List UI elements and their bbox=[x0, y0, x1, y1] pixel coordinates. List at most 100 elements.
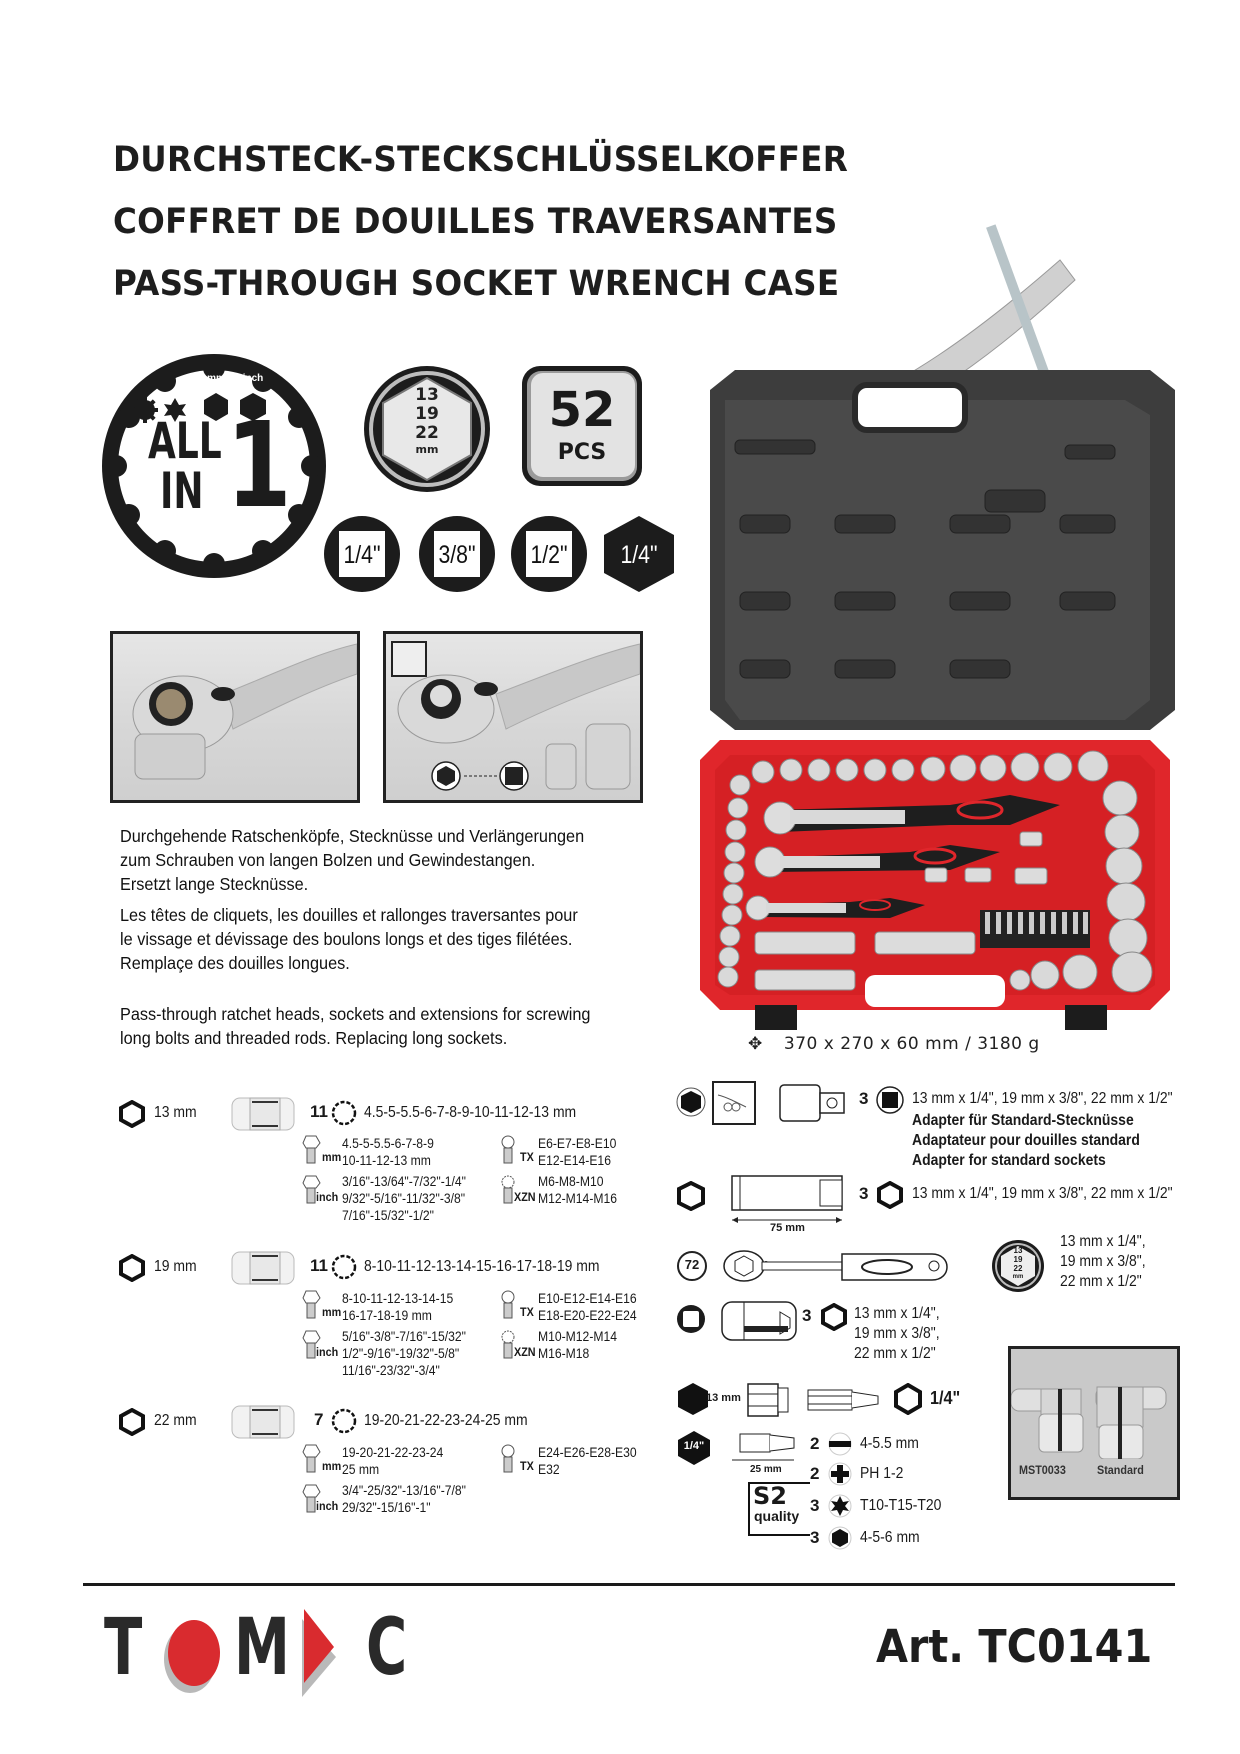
pass-through-socket-icon bbox=[231, 1251, 295, 1285]
bit-sizes: 4-5.5 mm bbox=[860, 1435, 919, 1452]
s2-quality-badge: S2 quality bbox=[748, 1482, 810, 1536]
hex-filled-icon bbox=[678, 1431, 710, 1465]
logo-letter-m: M bbox=[234, 1603, 290, 1693]
hex-size-22: 22 bbox=[415, 423, 439, 443]
adapter-desc-german: Adapter für Standard-Stecknüsse bbox=[912, 1112, 1134, 1129]
ratchet-adapter-image bbox=[391, 641, 640, 791]
pieces-count: 52 bbox=[548, 382, 616, 438]
bit-count: 2 bbox=[810, 1464, 820, 1483]
comparison-label-standard: Standard bbox=[1097, 1463, 1144, 1477]
bit-holder-drive: 13 mm bbox=[706, 1392, 741, 1404]
xzn-bolt-icon bbox=[501, 1330, 515, 1359]
accessory-bit-holder: 13 mm 1/4" bbox=[676, 1382, 976, 1422]
description-french: Les têtes de cliquets, les douilles et r… bbox=[120, 905, 578, 973]
socket-count: 7 bbox=[314, 1410, 324, 1429]
pass-through-socket-icon bbox=[231, 1405, 295, 1439]
extension-icon bbox=[731, 1175, 843, 1223]
unit-mm-label: mm bbox=[322, 1150, 342, 1164]
bolt-icon bbox=[302, 1290, 321, 1319]
xzn-bolt-icon bbox=[501, 1175, 515, 1204]
bit-drive-size: 1/4" bbox=[930, 1388, 961, 1408]
square-drive-icon bbox=[324, 516, 400, 592]
hex-socket-filled-icon bbox=[676, 1087, 706, 1117]
one-digit: 1 bbox=[226, 396, 292, 534]
adapter-icon bbox=[779, 1084, 845, 1122]
socket-sizes: 4.5-5-5.5-6-7-8-9-10-11-12-13 mm bbox=[364, 1104, 577, 1121]
unit-tx-label: TX bbox=[520, 1150, 534, 1164]
drive-badge-three-eighths: 3/8" bbox=[418, 515, 496, 593]
square-outline-icon bbox=[677, 1305, 705, 1333]
bit-sizes: 4-5-6 mm bbox=[860, 1529, 920, 1546]
accessory-bits: 1/4" 25 mm S2 quality 2 4-5.5 mm 2 PH 1-… bbox=[676, 1430, 976, 1560]
socket-sizes: 13 mm x 1/4",19 mm x 3/8",22 mm x 1/2" bbox=[854, 1305, 940, 1362]
bit-holder-icon bbox=[747, 1383, 789, 1417]
rounded-square-icon bbox=[522, 366, 642, 486]
adapter-desc-english: Adapter for standard sockets bbox=[912, 1152, 1106, 1169]
twelve-point-socket-icon bbox=[331, 1408, 357, 1434]
hex-outline-icon bbox=[677, 1181, 705, 1211]
hex-outline-icon bbox=[877, 1181, 903, 1209]
accessory-extensions: 75 mm 3 13 mm x 1/4", 19 mm x 3/8", 22 m… bbox=[676, 1175, 1196, 1238]
extension-length: 75 mm bbox=[770, 1222, 805, 1234]
accessory-sockets: 3 13 mm x 1/4",19 mm x 3/8",22 mm x 1/2" bbox=[676, 1300, 976, 1380]
hex-sizes-mini-icon bbox=[992, 1240, 1044, 1292]
slotted-bit-icon bbox=[807, 1389, 879, 1411]
ratchet-head-image bbox=[132, 643, 357, 780]
comparison-photo: MST0033 Standard bbox=[1008, 1346, 1180, 1500]
drive-size: 13 mm bbox=[154, 1104, 197, 1121]
inch-sizes: 3/4"-25/32"-13/16"-7/8"29/32"-15/16"-1" bbox=[342, 1483, 466, 1515]
bit-count: 2 bbox=[810, 1434, 820, 1453]
unit-inch-label: inch bbox=[316, 1190, 339, 1204]
drive-size: 22 mm bbox=[154, 1412, 197, 1429]
ratchet-icon bbox=[723, 1250, 948, 1282]
accessory-adapters: 3 13 mm x 1/4", 19 mm x 3/8", 22 mm x 1/… bbox=[676, 1081, 1196, 1183]
hex-filled-icon bbox=[678, 1383, 708, 1415]
logo-red-triangle-icon bbox=[302, 1609, 336, 1697]
case-dimensions: ✥ 370 x 270 x 60 mm / 3180 g bbox=[748, 1034, 1040, 1054]
bit-count: 3 bbox=[810, 1528, 820, 1547]
mm-label: mm bbox=[207, 373, 225, 384]
extension-sizes: 13 mm x 1/4", 19 mm x 3/8", 22 mm x 1/2" bbox=[912, 1185, 1173, 1202]
bit-length-icon bbox=[732, 1433, 795, 1461]
bit-hex-label: 1/4" bbox=[683, 1440, 705, 1452]
socket-count: 11 bbox=[310, 1102, 328, 1121]
ratchet-sizes: 13 mm x 1/4",19 mm x 3/8",22 mm x 1/2" bbox=[1060, 1233, 1146, 1290]
unit-tx-label: TX bbox=[520, 1459, 534, 1473]
hex-drive-icon bbox=[604, 516, 674, 592]
hex-outline-icon bbox=[119, 1100, 145, 1128]
bolt-icon bbox=[302, 1330, 321, 1359]
pieces-badge: 52 PCS bbox=[520, 364, 644, 488]
drive-label: 1/4" bbox=[620, 541, 658, 569]
drive-label: 1/4" bbox=[343, 541, 381, 569]
socket-sizes: 8-10-11-12-13-14-15-16-17-18-19 mm bbox=[364, 1258, 600, 1275]
scalloped-ring-icon bbox=[102, 354, 326, 578]
drive-label: 3/8" bbox=[438, 541, 476, 569]
socket-icon bbox=[721, 1301, 797, 1341]
all-text: ALL bbox=[148, 412, 222, 470]
description-german: Durchgehende Ratschenköpfe, Stecknüsse u… bbox=[120, 826, 585, 894]
torx-bit-tip-icon bbox=[828, 1494, 852, 1518]
adapter-desc-french: Adaptateur pour douilles standard bbox=[912, 1132, 1140, 1149]
hex-size-13: 13 bbox=[415, 385, 439, 405]
socket-count: 3 bbox=[802, 1306, 812, 1325]
pass-through-diagram-icon bbox=[712, 1081, 756, 1125]
all-in-one-badge: mm inch ALL IN 1 bbox=[98, 350, 330, 582]
hex-size-unit: mm bbox=[415, 443, 439, 456]
hex-bit-tip-icon bbox=[828, 1526, 852, 1550]
phillips-bit-tip-icon bbox=[828, 1462, 852, 1486]
comparison-label-mst0033: MST0033 bbox=[1019, 1463, 1066, 1477]
pieces-label: PCS bbox=[557, 440, 607, 465]
torx-bolt-icon bbox=[501, 1290, 515, 1319]
bit-sizes: T10-T15-T20 bbox=[860, 1497, 942, 1514]
teeth-count-icon bbox=[677, 1251, 707, 1281]
unit-xzn-label: XZN bbox=[514, 1345, 536, 1359]
